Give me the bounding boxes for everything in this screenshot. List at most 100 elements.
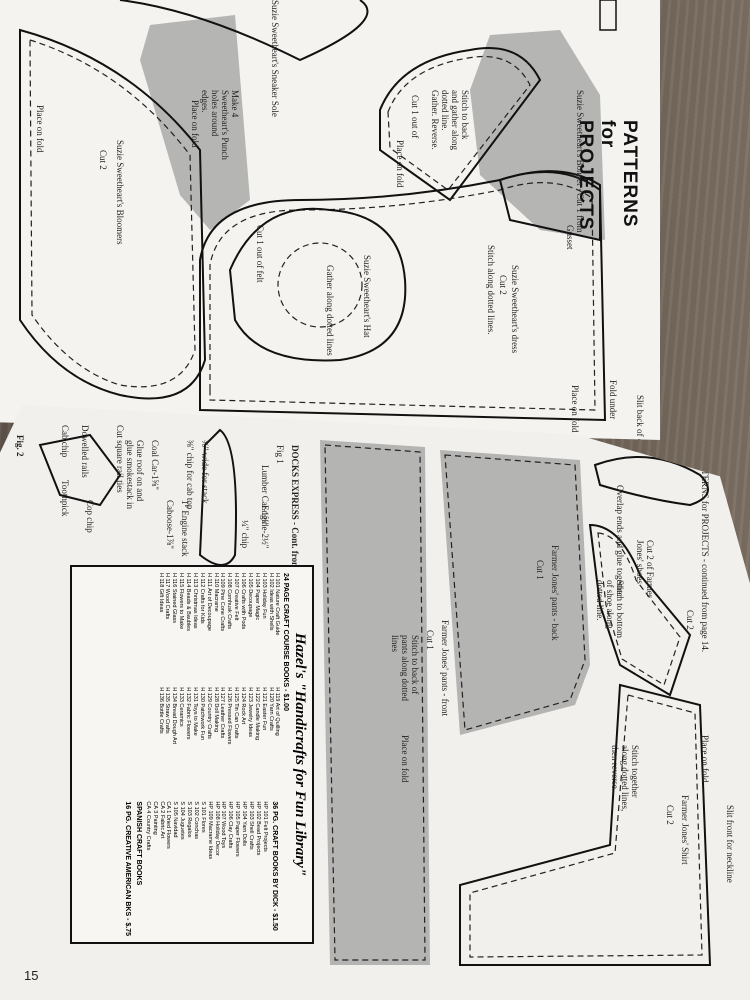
ad-list-item: H 112 Crafts for Kids <box>198 573 205 624</box>
ad-sub3: SPANISH CRAFT BOOKS <box>135 801 142 886</box>
ad-list-item: H 114 Beads & Baubles <box>185 573 192 631</box>
ad-title: "Handicrafts for Fun Library" <box>292 682 308 877</box>
label-hat: Suzie Sweetheart's Hat <box>362 255 372 338</box>
ad-list-item: HP 108 Holiday Decor <box>213 801 220 856</box>
bloomers-shaded-piece <box>140 15 250 230</box>
label-dowel: Dowelled rails <box>80 425 90 478</box>
label-caboose: Caboose-1⅞" <box>165 500 175 549</box>
ad-sub1: 24 PAGE CRAFT COURSE BOOKS - $1.00 <box>282 573 290 711</box>
pants-back-stitch <box>444 454 586 731</box>
ad-list-item: S 102 Conchas <box>193 801 199 840</box>
ad-list-item: H 123 Jewelry Ideas <box>247 687 253 738</box>
ad-list-item: H 134 Bread Dough Art <box>171 687 178 745</box>
ad-list-item: HP 109 Macrame Ideas <box>206 801 213 860</box>
ad-list-item: H 102 Ideas with Shells <box>267 573 274 631</box>
label-dress-cut: Cut 2 <box>498 275 508 295</box>
ad-list-item: S 101 Flores <box>199 801 206 833</box>
ad-sub4: 16 PG. CREATIVE AMERICAN BKS - $.75 <box>124 801 132 936</box>
label-pants-front-cut: Cut 1 <box>425 630 435 650</box>
ad-list-item: H 131 Toys to Make <box>192 687 198 736</box>
bottom-pattern-drawings <box>38 428 712 966</box>
ad-list-item: H 132 Fabric Flowers <box>185 687 192 740</box>
label-fig2: Fig. 2 <box>15 435 25 457</box>
ad-list-item: H 103 Holiday Fun <box>260 573 267 619</box>
label-cut1: Cut 1 out of <box>410 95 420 139</box>
label-shirt: Farmer Jones' Shirt <box>680 795 690 865</box>
label-chip: ¼" chip <box>240 520 250 549</box>
ad-list-item: CA 1 Dried Flowers <box>165 801 172 849</box>
ad-brand: Hazel's <box>292 632 308 679</box>
ad-list-item: HP 102 Bead Projects <box>254 801 261 856</box>
label-stitch-dotted: Stitch along dotted lines. <box>486 245 496 335</box>
ad-column-3: 36 PG. CRAFT BOOKS BY DICK - $1.50 HP 10… <box>121 801 281 936</box>
ad-list-item: H 104 Paper Magic <box>253 573 260 621</box>
page-corner-tab <box>599 0 617 31</box>
bloomers-stitch-line <box>29 39 196 388</box>
label-place-on-fold-mid: Place on fold <box>395 140 405 188</box>
label-fold-under: Fold under <box>608 380 618 420</box>
ad-list-item: HP 105 Paper Flowers <box>234 801 241 857</box>
label-place-on-fold-pants: Place on fold <box>400 735 410 783</box>
ad-list-item: H 136 Bottle Crafts <box>157 687 164 734</box>
bonnet-outline <box>379 47 542 202</box>
ad-list-item: HP 104 Yarn Dolls <box>241 801 248 847</box>
ad-list-item: H 135 Straw Crafts <box>164 687 171 734</box>
label-dress: Suzie Sweetheart's dress <box>510 265 520 354</box>
ad-list-item: S 104 Juguetes <box>179 801 186 840</box>
ad-list-item: H 109 Pine Cone Crafts <box>219 573 226 632</box>
label-coal: Coal Car-1⅝" <box>150 440 160 490</box>
shirt-outline <box>459 683 712 966</box>
label-pants-back-cut: Cut 1 <box>535 560 545 580</box>
ad-list-item: H 105 Decoupage <box>247 573 253 618</box>
ad-list-item: H 133 Ceramics <box>178 687 185 727</box>
gusset-outline <box>498 170 601 242</box>
ad-list-item: H 107 Creative Felt <box>233 573 240 621</box>
bloomers-outline <box>19 28 207 400</box>
label-pants-stitch: Stitch to back of pants along dotted lin… <box>390 635 420 701</box>
sneaker-sole-outline <box>119 0 369 62</box>
train-engine-sketch <box>198 428 237 566</box>
ad-list-item: H 126 Pressed Flowers <box>226 687 233 745</box>
dress-outline <box>199 171 607 422</box>
label-cab-top: ⅜" chip for cab top <box>185 440 195 510</box>
label-glue-note: Glue roof on and glue smokestack in <box>125 440 145 509</box>
label-place-on-fold-left: Place on fold <box>35 105 45 153</box>
label-gather: Gather along dotted lines <box>325 265 335 356</box>
strap-outline <box>593 456 709 507</box>
ad-list-item: H 118 Gift Ideas <box>157 573 164 613</box>
ad-list-item: S 105 Navidad <box>172 801 179 838</box>
label-place-on-fold-bottom: Place on fold <box>570 385 580 433</box>
label-cut-square: Cut square rail ties <box>115 425 125 493</box>
pants-back-shaded <box>440 450 590 735</box>
ad-list-item: H 120 Yarn Crafts <box>267 687 274 731</box>
label-slit-neckline: Slit front for neckline <box>725 805 735 883</box>
ad-list-item: H 116 Stained Glass <box>171 573 178 624</box>
ad-sub2: 36 PG. CRAFT BOOKS BY DICK - $1.50 <box>271 801 279 931</box>
shoe-stitch-line <box>597 532 681 686</box>
ad-list-item: H 119 Art of Quilling <box>274 687 281 736</box>
pants-front-stitch <box>324 444 426 961</box>
ad-list-item: HP 101 Felt Projects <box>261 801 268 852</box>
label-place-on-fold-shirt: Place on fold <box>700 735 710 783</box>
label-pants-back: Farmer Jones' pants - back <box>550 545 560 641</box>
label-stitch-bottom: Stitch to bottom of shoe along dotted li… <box>595 580 625 639</box>
ad-list-item: H 111 Art of Decoupage <box>205 573 212 631</box>
bonnet-stitch-line <box>387 55 531 191</box>
ad-list-item: H 122 Candle Making <box>253 687 260 741</box>
ad-list-item: H 101 Nature Craft Guide <box>274 573 281 636</box>
ad-list-item: CA 4 Country Crafts <box>144 801 151 851</box>
ad-list-item: H 127 Leather Crafts <box>219 687 226 739</box>
label-fig1: Fig 1 <box>275 445 285 464</box>
shoe-outline <box>588 523 692 697</box>
label-stitch-reverse: Stitch together along dotted lines, then… <box>610 745 640 812</box>
ad-list-item: H 106 Crafts with Pods <box>240 573 247 630</box>
ad-list-item: H 124 Rock Art <box>240 687 247 725</box>
ad-list-item: S 103 Regalos <box>186 801 193 838</box>
hat-outline <box>228 207 407 362</box>
handicrafts-ad: Hazel's "Handicrafts for Fun Library" 24… <box>70 565 314 944</box>
label-cab-chip: Cab chip <box>60 425 70 458</box>
label-gather-note: Stitch to back and gather along dotted l… <box>430 90 470 150</box>
